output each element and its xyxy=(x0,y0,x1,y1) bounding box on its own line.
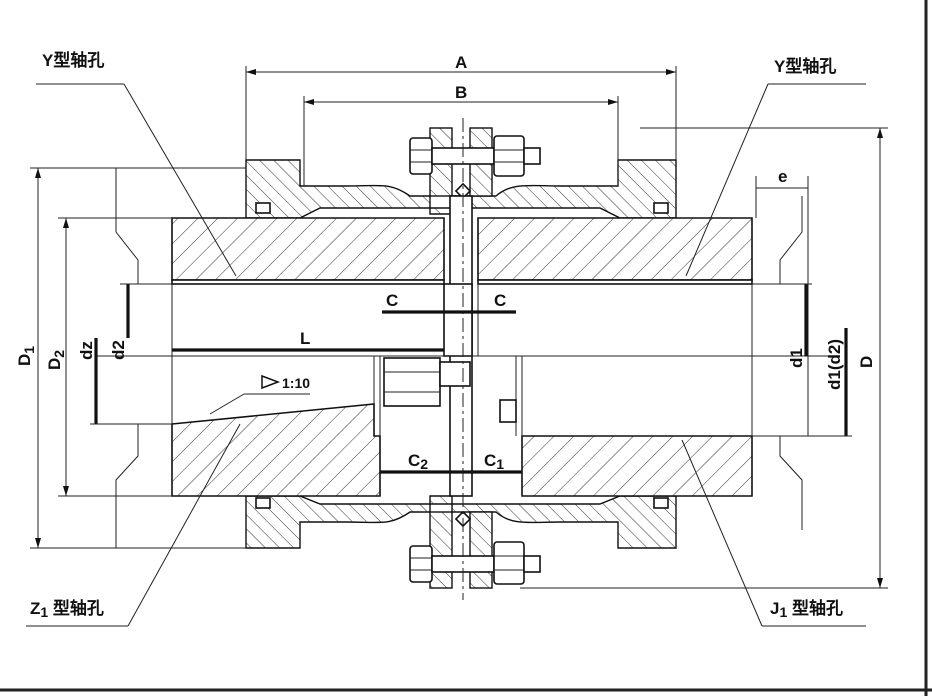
left-hub-top xyxy=(171,217,445,281)
top-bolt-head xyxy=(409,137,433,175)
right-key-screw xyxy=(499,399,517,423)
bottom-bolt-head xyxy=(409,545,433,583)
sleeve-top xyxy=(245,159,677,219)
callout-top-left: Y型轴孔 xyxy=(42,50,104,70)
seal-top-left xyxy=(255,202,271,214)
seal-bottom-left xyxy=(255,497,271,509)
dim-D: D xyxy=(857,356,876,368)
right-hub-bottom xyxy=(521,435,753,497)
taper-label: 1:10 xyxy=(282,375,310,391)
callout-bottom-left: Z1 型轴孔 xyxy=(30,598,104,620)
seal-bottom-right xyxy=(653,497,669,509)
seal-top-right xyxy=(653,202,669,214)
top-seal-ring xyxy=(454,182,472,200)
dim-d2: d2 xyxy=(109,340,128,360)
dim-B: B xyxy=(455,83,467,102)
left-hub-bore-top-edge xyxy=(171,279,445,285)
top-bolt-nut xyxy=(493,135,525,177)
bottom-flange-right xyxy=(469,511,493,589)
center-plate-upper xyxy=(443,283,473,357)
dim-A: A xyxy=(455,53,467,72)
center-screw xyxy=(383,357,441,407)
right-shaft-profile xyxy=(779,196,803,530)
dim-d1: d1 xyxy=(787,348,806,368)
callout-top-right: Y型轴孔 xyxy=(774,56,836,76)
dim-e: e xyxy=(778,167,787,186)
dim-C-right: C xyxy=(494,291,506,310)
bottom-flange-left xyxy=(429,511,453,589)
dim-D2: D2 xyxy=(45,350,67,370)
dim-L: L xyxy=(300,329,310,348)
right-hub-bore-top-edge xyxy=(477,279,753,285)
dim-C1: C1 xyxy=(484,451,504,472)
dim-D1: D1 xyxy=(15,346,37,366)
dim-C-left: C xyxy=(386,291,398,310)
right-hub-top xyxy=(477,217,753,281)
bottom-bolt-nut xyxy=(493,541,525,585)
callout-bottom-right: J1 型轴孔 xyxy=(770,598,843,620)
dim-C2: C2 xyxy=(408,451,428,472)
dim-d1d2: d1(d2) xyxy=(825,339,844,390)
taper-symbol xyxy=(261,374,281,390)
dim-dz: dz xyxy=(77,341,96,360)
left-shaft-profile xyxy=(115,168,139,548)
left-hub-bottom xyxy=(171,403,381,497)
